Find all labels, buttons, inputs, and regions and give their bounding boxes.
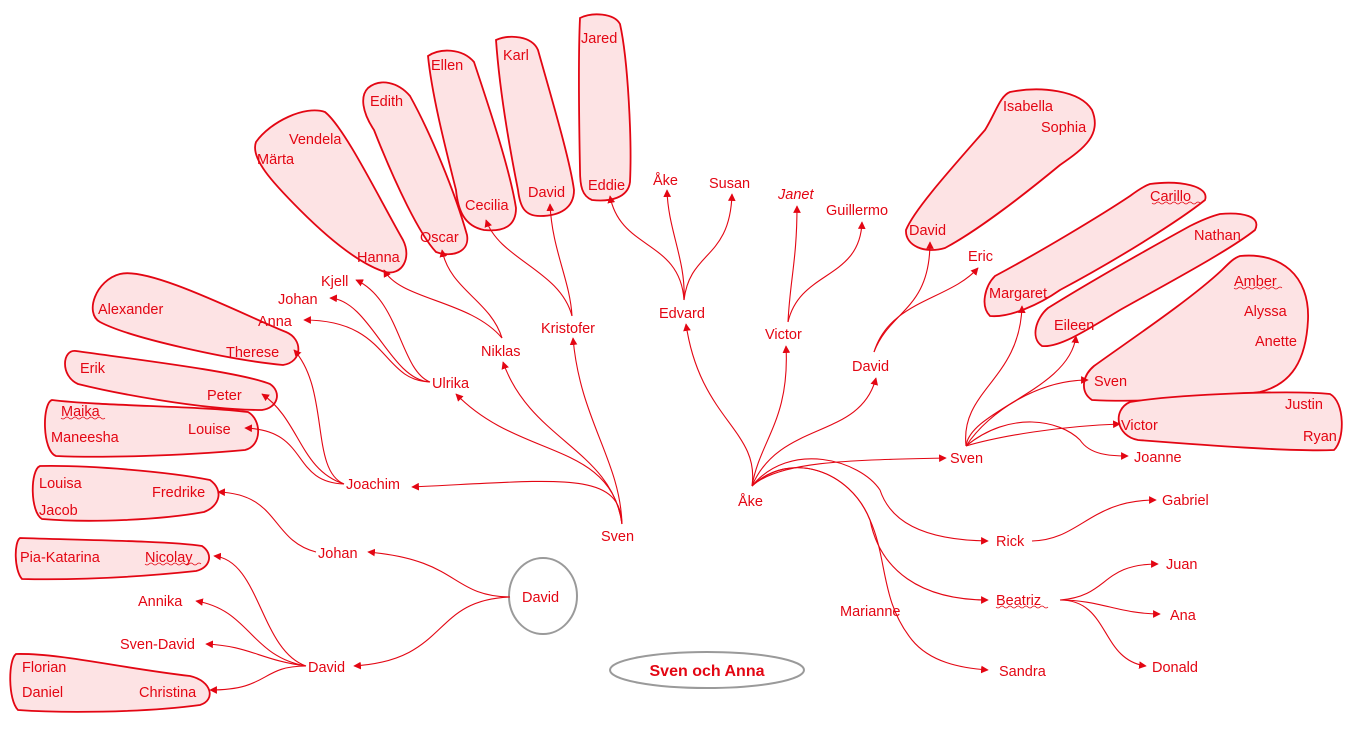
person-carillo: Carillo	[1150, 189, 1191, 205]
person-marta: Märta	[257, 152, 295, 168]
person-sven-a: Sven	[950, 451, 983, 467]
person-eddie: Eddie	[588, 178, 625, 194]
person-beatriz: Beatriz	[996, 593, 1041, 609]
person-florian: Florian	[22, 660, 66, 676]
person-eileen: Eileen	[1054, 318, 1094, 334]
person-anna-u: Anna	[258, 314, 293, 330]
group-david-isabella-sophia	[905, 88, 1096, 251]
person-peter: Peter	[207, 388, 242, 404]
person-kristofer: Kristofer	[541, 321, 595, 337]
person-annika: Annika	[138, 594, 183, 610]
edges	[195, 189, 1161, 694]
person-victor-a: Victor	[765, 327, 802, 343]
group-louisa-jacob-fredrike	[31, 465, 220, 522]
person-sven-s: Sven	[1094, 374, 1127, 390]
group-erik-peter	[64, 350, 278, 411]
group-ellen-cecilia	[427, 49, 517, 232]
person-erik: Erik	[80, 361, 106, 377]
person-therese: Therese	[226, 345, 279, 361]
person-ryan: Ryan	[1303, 429, 1337, 445]
person-pia-katarina: Pia-Katarina	[20, 550, 101, 566]
person-david-d: David	[909, 223, 946, 239]
person-louisa: Louisa	[39, 476, 83, 492]
person-christina: Christina	[139, 685, 197, 701]
group-maika-maneesha-louise	[44, 399, 260, 458]
group-eileen-nathan	[1034, 212, 1258, 347]
group-edith-oscar	[362, 81, 469, 256]
person-janet: Janet	[777, 187, 814, 203]
person-justin: Justin	[1285, 397, 1323, 413]
person-cecilia: Cecilia	[465, 198, 509, 214]
person-sandra: Sandra	[999, 664, 1047, 680]
person-guillermo: Guillermo	[826, 203, 888, 219]
person-sven-david: Sven-David	[120, 637, 195, 653]
person-louise: Louise	[188, 422, 231, 438]
person-juan: Juan	[1166, 557, 1197, 573]
person-victor-s: Victor	[1121, 418, 1158, 434]
root-title: Sven och Anna	[650, 663, 765, 680]
person-ake: Åke	[738, 493, 763, 510]
person-sophia: Sophia	[1041, 120, 1087, 136]
person-niklas: Niklas	[481, 344, 520, 360]
person-johan-u: Johan	[278, 292, 318, 308]
person-hanna: Hanna	[357, 250, 401, 266]
person-ulrika: Ulrika	[432, 376, 470, 392]
person-david-k: David	[528, 185, 565, 201]
person-joachim: Joachim	[346, 477, 400, 493]
person-alexander: Alexander	[98, 302, 163, 318]
person-maika: Maika	[61, 404, 101, 420]
spellcheck-squiggles	[60, 201, 1283, 609]
group-karl-david	[495, 35, 575, 217]
person-alyssa: Alyssa	[1244, 304, 1288, 320]
person-joanne: Joanne	[1134, 450, 1182, 466]
labels: Sven och Anna Sven Åke David Joachim Ulr…	[20, 31, 1337, 701]
person-sven-left: Sven	[601, 529, 634, 545]
group-florian-daniel-christina	[9, 653, 211, 713]
person-maneesha: Maneesha	[51, 430, 120, 446]
group-alexander-therese	[91, 272, 300, 366]
person-fredrike: Fredrike	[152, 485, 205, 501]
person-nicolay: Nicolay	[145, 550, 193, 566]
person-karl: Karl	[503, 48, 529, 64]
group-pia-nicolay	[14, 537, 210, 581]
person-anette: Anette	[1255, 334, 1297, 350]
person-amber: Amber	[1234, 274, 1277, 290]
person-vendela: Vendela	[289, 132, 342, 148]
david-circle	[508, 557, 578, 635]
person-isabella: Isabella	[1003, 99, 1054, 115]
person-margaret: Margaret	[989, 286, 1047, 302]
person-susan: Susan	[709, 176, 750, 192]
person-oscar: Oscar	[420, 230, 459, 246]
group-victor-justin-ryan	[1117, 391, 1343, 452]
person-edith: Edith	[370, 94, 403, 110]
person-rick: Rick	[996, 534, 1025, 550]
person-edvard: Edvard	[659, 306, 705, 322]
person-david-a: David	[852, 359, 889, 375]
sibling-groups	[9, 13, 1343, 713]
person-daniel: Daniel	[22, 685, 63, 701]
person-gabriel: Gabriel	[1162, 493, 1209, 509]
root-ellipse	[609, 651, 805, 689]
person-nathan: Nathan	[1194, 228, 1241, 244]
person-ellen: Ellen	[431, 58, 463, 74]
person-jacob: Jacob	[39, 503, 78, 519]
person-david-dd: David	[308, 660, 345, 676]
person-david-circle: David	[522, 590, 559, 606]
person-ana: Ana	[1170, 608, 1197, 624]
person-jared: Jared	[581, 31, 617, 47]
person-donald: Donald	[1152, 660, 1198, 676]
person-marianne: Marianne	[840, 604, 900, 620]
group-marta-vendela-hanna	[254, 109, 408, 274]
person-eric: Eric	[968, 249, 993, 265]
group-jared-eddie	[577, 13, 632, 202]
person-johan-d: Johan	[318, 546, 358, 562]
person-kjell: Kjell	[321, 274, 348, 290]
group-amber-alyssa-anette-sven	[1083, 254, 1309, 402]
group-margaret-carillo	[983, 181, 1207, 317]
person-ake-e: Åke	[653, 172, 678, 189]
